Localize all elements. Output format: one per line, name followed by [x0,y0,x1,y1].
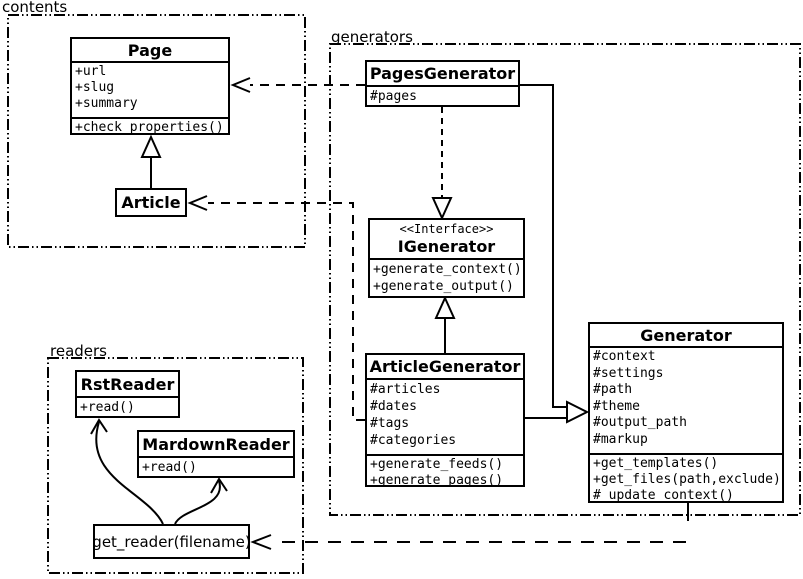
method: +get_files(path,exclude) [593,472,781,487]
class-page-title: Page [127,40,173,60]
arrow-getreader-rstreader-curve [95,421,164,525]
inheritance-articlegenerator-igenerator-triangle [434,295,456,319]
method: +generate_context() [373,262,522,277]
method: +generate_pages() [370,473,504,485]
function-get-reader-label: get_reader(filename) [92,532,251,551]
method: +generate_output() [373,279,514,294]
class-igenerator: <<Interface>> IGenerator +generate_conte… [368,218,525,298]
class-articlegenerator: ArticleGenerator #articles #dates #tags … [365,353,525,487]
class-generator-title: Generator [640,325,732,345]
class-rstreader: RstReader +read() [75,370,180,418]
method: +check_properties() [75,120,224,133]
attribute: #tags [370,416,410,431]
attribute: #context [593,349,656,364]
class-rstreader-methods: +read() [77,396,178,416]
dependency-pagesgenerator-page-arrowhead [230,77,251,93]
method: +get_templates() [593,456,719,471]
attribute: +slug [75,80,115,95]
class-pagesgenerator: PagesGenerator #pages [365,60,520,107]
realization-pagesgenerator-igenerator-triangle [431,197,453,221]
attribute: +url [75,64,107,79]
attribute: #theme [593,398,640,414]
attribute: #output_path [593,415,687,430]
class-pagesgenerator-title: PagesGenerator [369,64,516,83]
dependency-articlegenerator-article-line [208,202,365,421]
package-label-generators: generators [331,28,413,46]
attribute: #path [593,382,633,397]
method: +read() [80,400,135,415]
attribute: #dates [370,399,417,414]
class-igenerator-name: IGenerator [397,237,496,256]
function-get-reader: get_reader(filename) [92,524,251,559]
arrow-getreader-markdownreader-arrowhead [210,477,228,494]
class-articlegenerator-title: ArticleGenerator [369,357,521,376]
package-label-readers: readers [50,342,107,360]
class-articlegenerator-methods: +generate_feeds() +generate_pages() [367,454,523,485]
class-markdownreader-title: MardownReader [142,434,290,454]
attribute: +summary [75,96,138,111]
class-igenerator-methods: +generate_context() +generate_output() [370,258,523,296]
inheritance-generator-triangle [566,400,590,424]
class-generator-attributes: #context #settings #path #theme #output_… [590,346,782,453]
package-readers-border [47,357,304,574]
class-article: Article [115,188,187,217]
class-generator: Generator #context #settings #path #them… [588,322,784,503]
inheritance-pagesgenerator-generator-line [520,84,567,408]
attribute: #categories [370,433,457,448]
class-article-title: Article [121,193,181,212]
attribute: #pages [370,89,417,104]
arrow-getreader-markdownreader-curve [174,480,221,525]
class-igenerator-stereotype: <<Interface>> [399,222,494,236]
package-label-contents: contents [2,0,68,16]
class-page-attributes: +url +slug +summary [72,61,228,117]
method: +generate_feeds() [370,457,504,472]
package-generators-border [329,43,801,516]
method: +read() [142,460,197,475]
class-pagesgenerator-attributes: #pages [367,85,518,105]
method: #_update_context() [593,488,734,501]
package-contents-border [7,14,306,248]
class-rstreader-title: RstReader [80,374,175,394]
class-page-methods: +check_properties() [72,117,228,133]
dependency-generator-getreader-arrowhead [250,534,272,550]
class-articlegenerator-attributes: #articles #dates #tags #categories [367,378,523,454]
class-markdownreader: MardownReader +read() [137,430,295,478]
inheritance-article-page-triangle [140,134,162,158]
class-page: Page +url +slug +summary +check_properti… [70,37,230,135]
arrow-getreader-rstreader-arrowhead [90,418,108,435]
class-generator-methods: +get_templates() +get_files(path,exclude… [590,453,782,501]
attribute: #markup [593,431,648,447]
attribute: #settings [593,365,664,381]
attribute: #articles [370,382,441,397]
dependency-articlegenerator-article-arrowhead [187,195,208,211]
class-igenerator-title: <<Interface>> IGenerator [370,220,523,258]
class-markdownreader-methods: +read() [139,456,293,476]
